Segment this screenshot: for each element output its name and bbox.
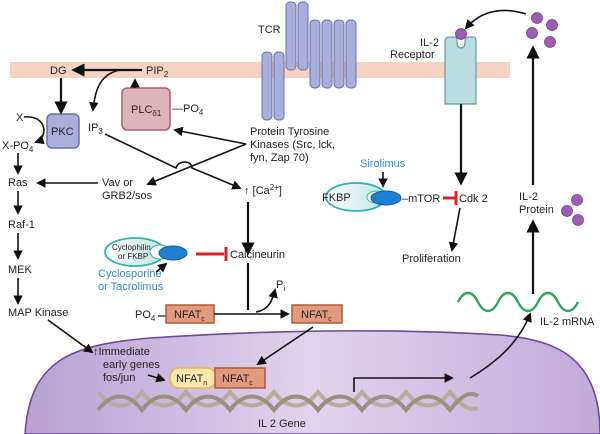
nfat-c-nuclear-label: NFATc	[222, 373, 253, 387]
mrna-export-arrow	[469, 312, 532, 379]
il2-protein-particles	[561, 194, 584, 226]
il2-protein-label-line1: IL-2	[519, 191, 538, 203]
ptk-to-plc-arrow	[173, 126, 247, 145]
raf-label: Raf-1	[8, 219, 35, 231]
mek-label: MEK	[8, 264, 33, 276]
x-po4-label: X-PO4	[2, 140, 34, 154]
nfat-c-nuclear-box	[214, 367, 266, 389]
x-label: X	[16, 112, 24, 124]
map-to-immediate-genes-arrow	[47, 319, 94, 354]
proliferation-label: Proliferation	[402, 253, 461, 265]
il2-mrna	[456, 291, 580, 313]
ptk-label-line1: Protein Tyrosine	[250, 126, 329, 138]
sirolimus-drug	[370, 190, 402, 206]
po4-nfat-label: PO4	[135, 309, 156, 323]
x-phosphorylation-arrow	[23, 116, 45, 145]
cyclosporine-label-line2: or Tacrolimus	[98, 281, 164, 293]
transcription-start-arrow	[353, 373, 454, 392]
tcr-complex	[261, 1, 357, 121]
fkbp-label: FKBP	[322, 192, 351, 204]
il2-binding-arrow	[464, 9, 527, 30]
pip2-label: PIP2	[146, 65, 169, 79]
cyclosporine-drug	[158, 245, 188, 261]
immediate-genes-label: ↑Immediate	[93, 346, 150, 358]
nucleus	[24, 330, 600, 434]
il2-gene-label: IL 2 Gene	[258, 418, 306, 430]
ip3-to-calcium-arrow	[104, 133, 242, 190]
calcium-label: ↑ [Ca2+]	[244, 183, 282, 197]
plc-box	[121, 87, 171, 131]
cdk2-to-proliferation-arrow	[448, 207, 461, 252]
cyclosporine-label-line1: Cyclosporine	[98, 268, 162, 280]
il2-protein-label-line2: Protein	[519, 204, 554, 216]
calcineurin-label: Calcineurin	[230, 249, 285, 261]
map-kinase-label: MAP Kinase	[8, 307, 68, 319]
cyclophilin-label-line1: Cyclophilin	[112, 243, 151, 252]
nfat-nuclear-import-arrow	[256, 326, 314, 366]
nfat-c-active-box	[291, 304, 343, 324]
immediate-genes-label-line3: fos/jun	[103, 372, 135, 384]
il2-receptor-label-line1: IL-2	[420, 37, 439, 49]
pi-release-arrow	[255, 288, 278, 313]
il2-gene-dna	[96, 388, 480, 414]
mtor-label: –mTOR	[402, 193, 440, 205]
nfat-c-phosphorylated-label: NFATc	[174, 309, 205, 323]
pkc-label: PKC	[51, 126, 74, 138]
ptk-label-line2: Kinases (Src, lck,	[250, 139, 335, 151]
pi-label: Pi	[276, 279, 285, 293]
il2-bound-particle	[455, 28, 467, 40]
dg-label: DG	[50, 65, 67, 77]
il2-receptor	[444, 36, 477, 105]
vav-label-line2: GRB2/sos	[102, 190, 153, 202]
cell-membrane	[10, 62, 310, 78]
pip2-to-ip3-arrow	[88, 69, 121, 112]
fos-jun-to-nfatn-arrow	[147, 373, 166, 383]
ptk-to-vav-arrow	[146, 143, 247, 186]
ptk-label-line3: fyn, Zap 70)	[250, 152, 309, 164]
sirolimus-label: Sirolimus	[360, 158, 406, 170]
nfat-n-label: NFATn	[176, 373, 207, 387]
plc-label: PLCδ1	[131, 104, 162, 118]
plc-po4-label: —PO4	[172, 103, 204, 117]
tcr-label: TCR	[258, 24, 281, 36]
cyclosporine-binding-arrow	[155, 262, 168, 273]
il2-mrna-label: IL-2 mRNA	[540, 316, 595, 328]
immediate-genes-label-line2: early genes	[103, 359, 160, 371]
secreted-il2-particles	[526, 12, 558, 48]
vav-label-line1: Vav or	[102, 177, 133, 189]
ip3-label: IP3	[88, 122, 103, 136]
il2-receptor-label-line2: Receptor	[390, 49, 435, 61]
cyclophilin-label-line2: or FKBP	[118, 252, 148, 261]
cdk2-label: Cdk 2	[459, 193, 488, 205]
nfat-c-active-label: NFATc	[301, 309, 332, 323]
ras-label: Ras	[8, 177, 28, 189]
